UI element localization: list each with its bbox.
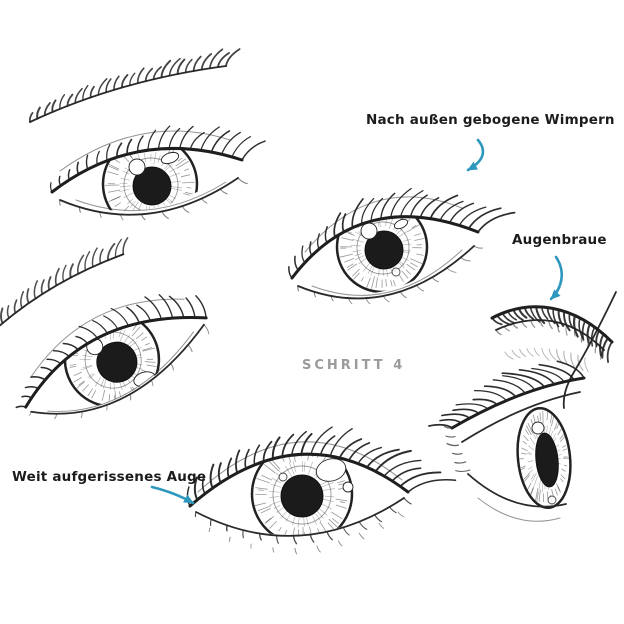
lashes-arrow-icon [466,138,485,172]
step-watermark: SCHRITT 4 [302,358,406,373]
annotation-arrows [150,138,564,505]
label-wide-open-eye: Weit aufgerissenes Auge [12,469,207,485]
lash-strokes [49,125,266,193]
pupil [96,341,138,383]
pupil [132,166,172,206]
lash-strokes [443,425,471,473]
highlight [531,421,545,435]
lash-strokes [491,305,613,363]
lower-lid [297,245,475,300]
lash-strokes [59,177,248,221]
lower-lid [59,177,239,216]
lash-strokes [194,497,412,545]
highlight [315,458,347,482]
upper-lid [24,315,208,409]
label-eyebrow: Augenbraue [512,232,607,248]
lower-lid [30,323,205,415]
eye-sketch-wide-open [186,426,457,555]
iris-hatching [519,410,570,504]
lower-lid [467,473,567,508]
eye-sketch-center [288,187,516,305]
lash-strokes [186,426,457,507]
face-contour [562,291,617,409]
upper-lid [450,376,586,430]
lash-strokes [28,324,210,420]
lash-strokes [495,319,605,360]
lash-strokes [297,245,483,305]
pupil [535,432,559,488]
pupil [364,230,404,270]
lash-strokes [288,187,516,279]
eye-sketch-profile [428,291,617,522]
upper-lid [50,146,244,194]
highlight [128,158,146,176]
lash-strokes [208,511,405,555]
pupil [280,474,324,518]
lash-strokes [504,347,589,372]
eye-sketch-middle-left [0,237,210,420]
lash-strokes [28,48,241,123]
eyebrow-arrow-icon [549,255,564,301]
upper-lid [188,452,410,508]
lash-strokes [428,360,585,429]
lash-strokes [15,294,207,409]
lash-strokes [0,237,129,325]
lower-lid [195,497,405,537]
highlight [360,222,378,240]
wide-eye-arrow-icon [150,485,195,505]
eyebrow-stroke [0,253,125,335]
label-outward-lashes: Nach außen gebogene Wimpern [366,112,615,128]
eye-sketch-upper-left [28,48,266,221]
